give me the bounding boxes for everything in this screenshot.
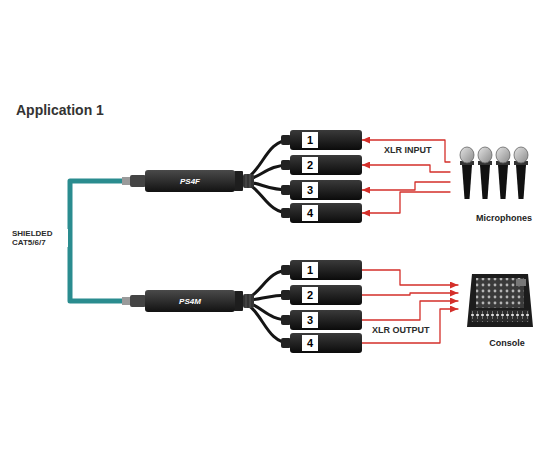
rj45-plug (122, 175, 146, 307)
xlr-connector: 3 (290, 310, 362, 330)
adapter-body: PS4M (145, 290, 235, 312)
model-label: PS4F (180, 177, 200, 186)
xlr-connector: 1 (290, 260, 362, 280)
xlr-connector: 2 (290, 285, 362, 305)
xlr-connector: 2 (290, 155, 362, 175)
device-label: Microphones (450, 213, 550, 223)
microphone-icon (460, 147, 528, 199)
adapter-body: PS4F (145, 170, 235, 192)
xlr-connector: 4 (290, 203, 362, 223)
xlr-connector: 4 (290, 333, 362, 353)
signal-arrow (362, 270, 458, 285)
signal-label: XLR OUTPUT (370, 325, 432, 335)
ethernet-cable (70, 181, 145, 301)
signal-arrow (362, 140, 450, 162)
channel-number: 1 (302, 132, 318, 148)
mixing-console: Console (458, 268, 550, 348)
signal-arrow (362, 165, 450, 172)
device-label: Console (458, 338, 550, 348)
signal-arrow (362, 309, 458, 343)
channel-number: 3 (302, 312, 318, 328)
channel-number: 1 (302, 262, 318, 278)
signal-arrow (362, 293, 458, 295)
xlr-connector: 1 (290, 130, 362, 150)
channel-number: 4 (302, 335, 318, 351)
signal-arrow (362, 301, 458, 320)
model-label: PS4M (179, 297, 201, 306)
channel-number: 4 (302, 205, 318, 221)
xlr-connector: 3 (290, 180, 362, 200)
channel-number: 3 (302, 182, 318, 198)
diagram-title: Application 1 (16, 102, 104, 118)
breakout-wire (235, 140, 290, 181)
signal-arrow (362, 192, 450, 213)
signal-label: XLR INPUT (382, 145, 434, 155)
breakout-wire (235, 301, 290, 343)
channel-number: 2 (302, 157, 318, 173)
cable-label: SHIELDED CAT5/6/7 (10, 229, 68, 247)
channel-number: 2 (302, 287, 318, 303)
signal-arrow (362, 182, 450, 190)
console-icon (467, 274, 533, 327)
cable-gland (234, 171, 254, 311)
microphone-group: Microphones (450, 145, 550, 223)
